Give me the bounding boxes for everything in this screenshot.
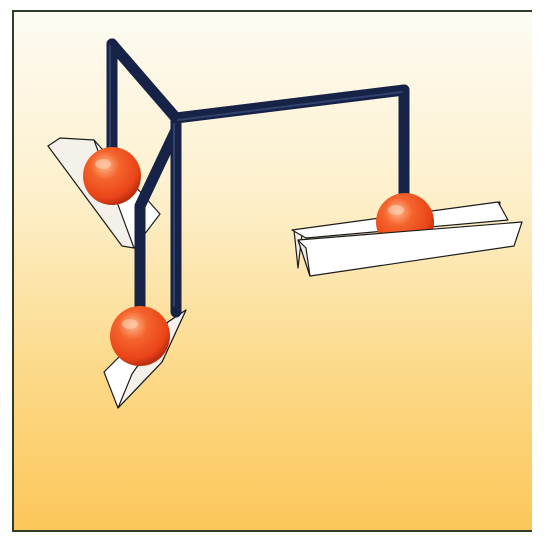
top-frame-edge [12,10,532,12]
background-panel [12,12,532,530]
left-frame-edge [12,10,14,532]
lower-left-ball [110,306,170,366]
upper-left-ball [83,147,141,205]
bottom-frame-edge [12,530,532,532]
